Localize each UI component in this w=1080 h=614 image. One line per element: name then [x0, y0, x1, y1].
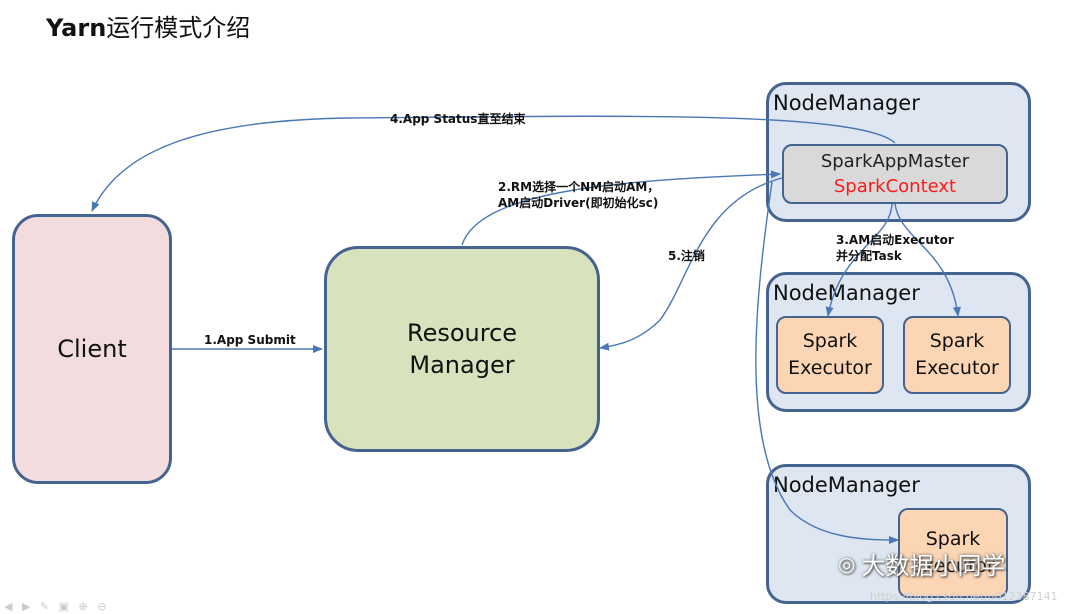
arrow-am-to-executor-3 [755, 181, 899, 544]
node-manager-2-label: NodeManager [773, 281, 920, 305]
diagram-title: Yarn运行模式介绍 [46, 14, 251, 42]
step-3-label: 3.AM启动Executor 并分配Task [836, 233, 954, 264]
node-manager-1-label: NodeManager [773, 91, 920, 115]
executor-3-line2: Executor [911, 555, 995, 577]
executor-1-line1: Spark [802, 330, 858, 353]
spark-context-label: SparkContext [833, 176, 957, 197]
watermark-url: https://blog.csdn.net/u012387141 [870, 590, 1058, 603]
watermark: ◎ 大数据小同学 [838, 546, 1005, 581]
executor-2-line2: Executor [915, 357, 999, 379]
step-2-label: 2.RM选择一个NM启动AM， AM启动Driver(即初始化sc) [498, 180, 660, 211]
executor-3-line1: Spark [925, 528, 981, 551]
resource-manager-box: Resource Manager [324, 246, 600, 452]
slide-controls-icon[interactable]: ◀ ▶ ✎ ▣ ⊕ ⊖ [4, 600, 110, 613]
step-5-label: 5.注销 [668, 249, 705, 263]
step-4-label: 4.App Status直至结束 [390, 112, 526, 126]
arrow-app-status [91, 115, 896, 212]
arrow-am-to-executor-2 [894, 203, 961, 317]
step-1-label: 1.App Submit [204, 333, 296, 347]
node-manager-3-label: NodeManager [773, 473, 920, 497]
spark-executor-1: Spark Executor [776, 316, 884, 394]
executor-1-line2: Executor [788, 357, 872, 379]
spark-app-master-box: SparkAppMaster SparkContext [782, 144, 1008, 204]
executor-2-line1: Spark [929, 330, 985, 353]
rm-label-line2: Manager [409, 351, 515, 379]
watermark-text: 大数据小同学 [861, 552, 1006, 580]
spark-executor-3: Spark Executor [898, 508, 1008, 598]
rm-label-line1: Resource [406, 318, 518, 347]
client-box: Client [12, 214, 172, 484]
arrow-unregister [599, 177, 783, 351]
client-label: Client [57, 334, 127, 363]
app-master-label: SparkAppMaster [820, 150, 970, 172]
wechat-icon: ◎ [838, 551, 856, 576]
arrow-rm-to-nm [461, 170, 781, 246]
spark-executor-2: Spark Executor [903, 316, 1011, 394]
arrow-am-to-executor-1 [825, 203, 893, 317]
